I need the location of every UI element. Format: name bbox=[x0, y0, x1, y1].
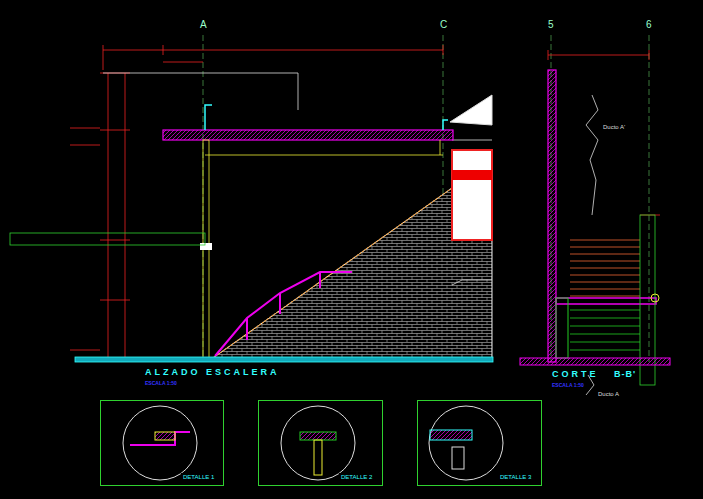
grid-axis-label: A bbox=[200, 20, 207, 30]
drawing-label: CORTE bbox=[552, 370, 599, 379]
detail-title: DETALLE 1 bbox=[181, 473, 216, 481]
drawing-label: B-B' bbox=[614, 370, 636, 379]
drawing-label: Ducto A bbox=[598, 391, 619, 397]
grid-axis-label: 5 bbox=[548, 20, 554, 30]
detail-frame: DETALLE 1 bbox=[100, 400, 224, 486]
grid-axis-label: 6 bbox=[646, 20, 652, 30]
drawing-label: Ducto A' bbox=[603, 124, 625, 130]
drawing-label: ALZADO ESCALERA bbox=[145, 368, 280, 377]
detail-frame: DETALLE 3 bbox=[417, 400, 542, 486]
drawing-label: ESCALA 1:50 bbox=[145, 381, 177, 386]
grid-axis-label: C bbox=[440, 20, 447, 30]
detail-frame: DETALLE 2 bbox=[258, 400, 383, 486]
drawing-label: ESCALA 1:50 bbox=[552, 383, 584, 388]
detail-title: DETALLE 3 bbox=[498, 473, 533, 481]
detail-title: DETALLE 2 bbox=[339, 473, 374, 481]
